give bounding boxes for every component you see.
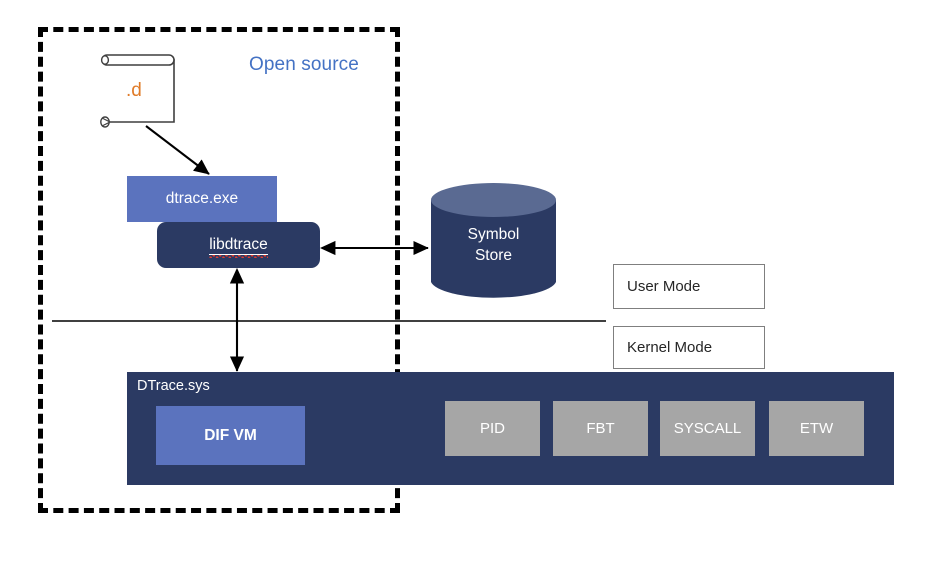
provider-label-fbt: FBT xyxy=(586,420,615,437)
kernel-mode-label: Kernel Mode xyxy=(627,339,713,356)
symbol-store-label-line1: Symbol xyxy=(467,226,520,243)
provider-box-pid: PID xyxy=(445,401,540,456)
provider-label-syscall: SYSCALL xyxy=(673,420,742,437)
dif-vm-box: DIF VM xyxy=(156,406,305,465)
provider-box-fbt: FBT xyxy=(553,401,648,456)
provider-box-syscall: SYSCALL xyxy=(660,401,755,456)
open-source-label: Open source xyxy=(249,54,359,75)
provider-label-pid: PID xyxy=(479,420,505,437)
dtrace-sys-label: DTrace.sys xyxy=(137,378,210,394)
dtrace-exe-label: dtrace.exe xyxy=(165,190,239,207)
user-mode-label: User Mode xyxy=(627,278,701,295)
provider-box-etw: ETW xyxy=(769,401,864,456)
symbol-store-cylinder xyxy=(431,183,556,298)
provider-label-etw: ETW xyxy=(799,420,834,437)
symbol-store-label-line2: Store xyxy=(474,247,513,264)
dif-vm-label: DIF VM xyxy=(204,426,257,444)
open-source-region xyxy=(38,27,400,513)
symbol-store-label: Symbol Store xyxy=(430,224,557,266)
libdtrace-label: libdtrace xyxy=(209,235,268,258)
dtrace-exe-box: dtrace.exe xyxy=(127,176,277,222)
script-file-label: .d xyxy=(126,80,142,101)
scroll-document-icon xyxy=(100,54,175,128)
user-mode-legend-box: User Mode xyxy=(613,264,765,309)
libdtrace-box: libdtrace xyxy=(157,222,320,268)
kernel-mode-legend-box: Kernel Mode xyxy=(613,326,765,369)
